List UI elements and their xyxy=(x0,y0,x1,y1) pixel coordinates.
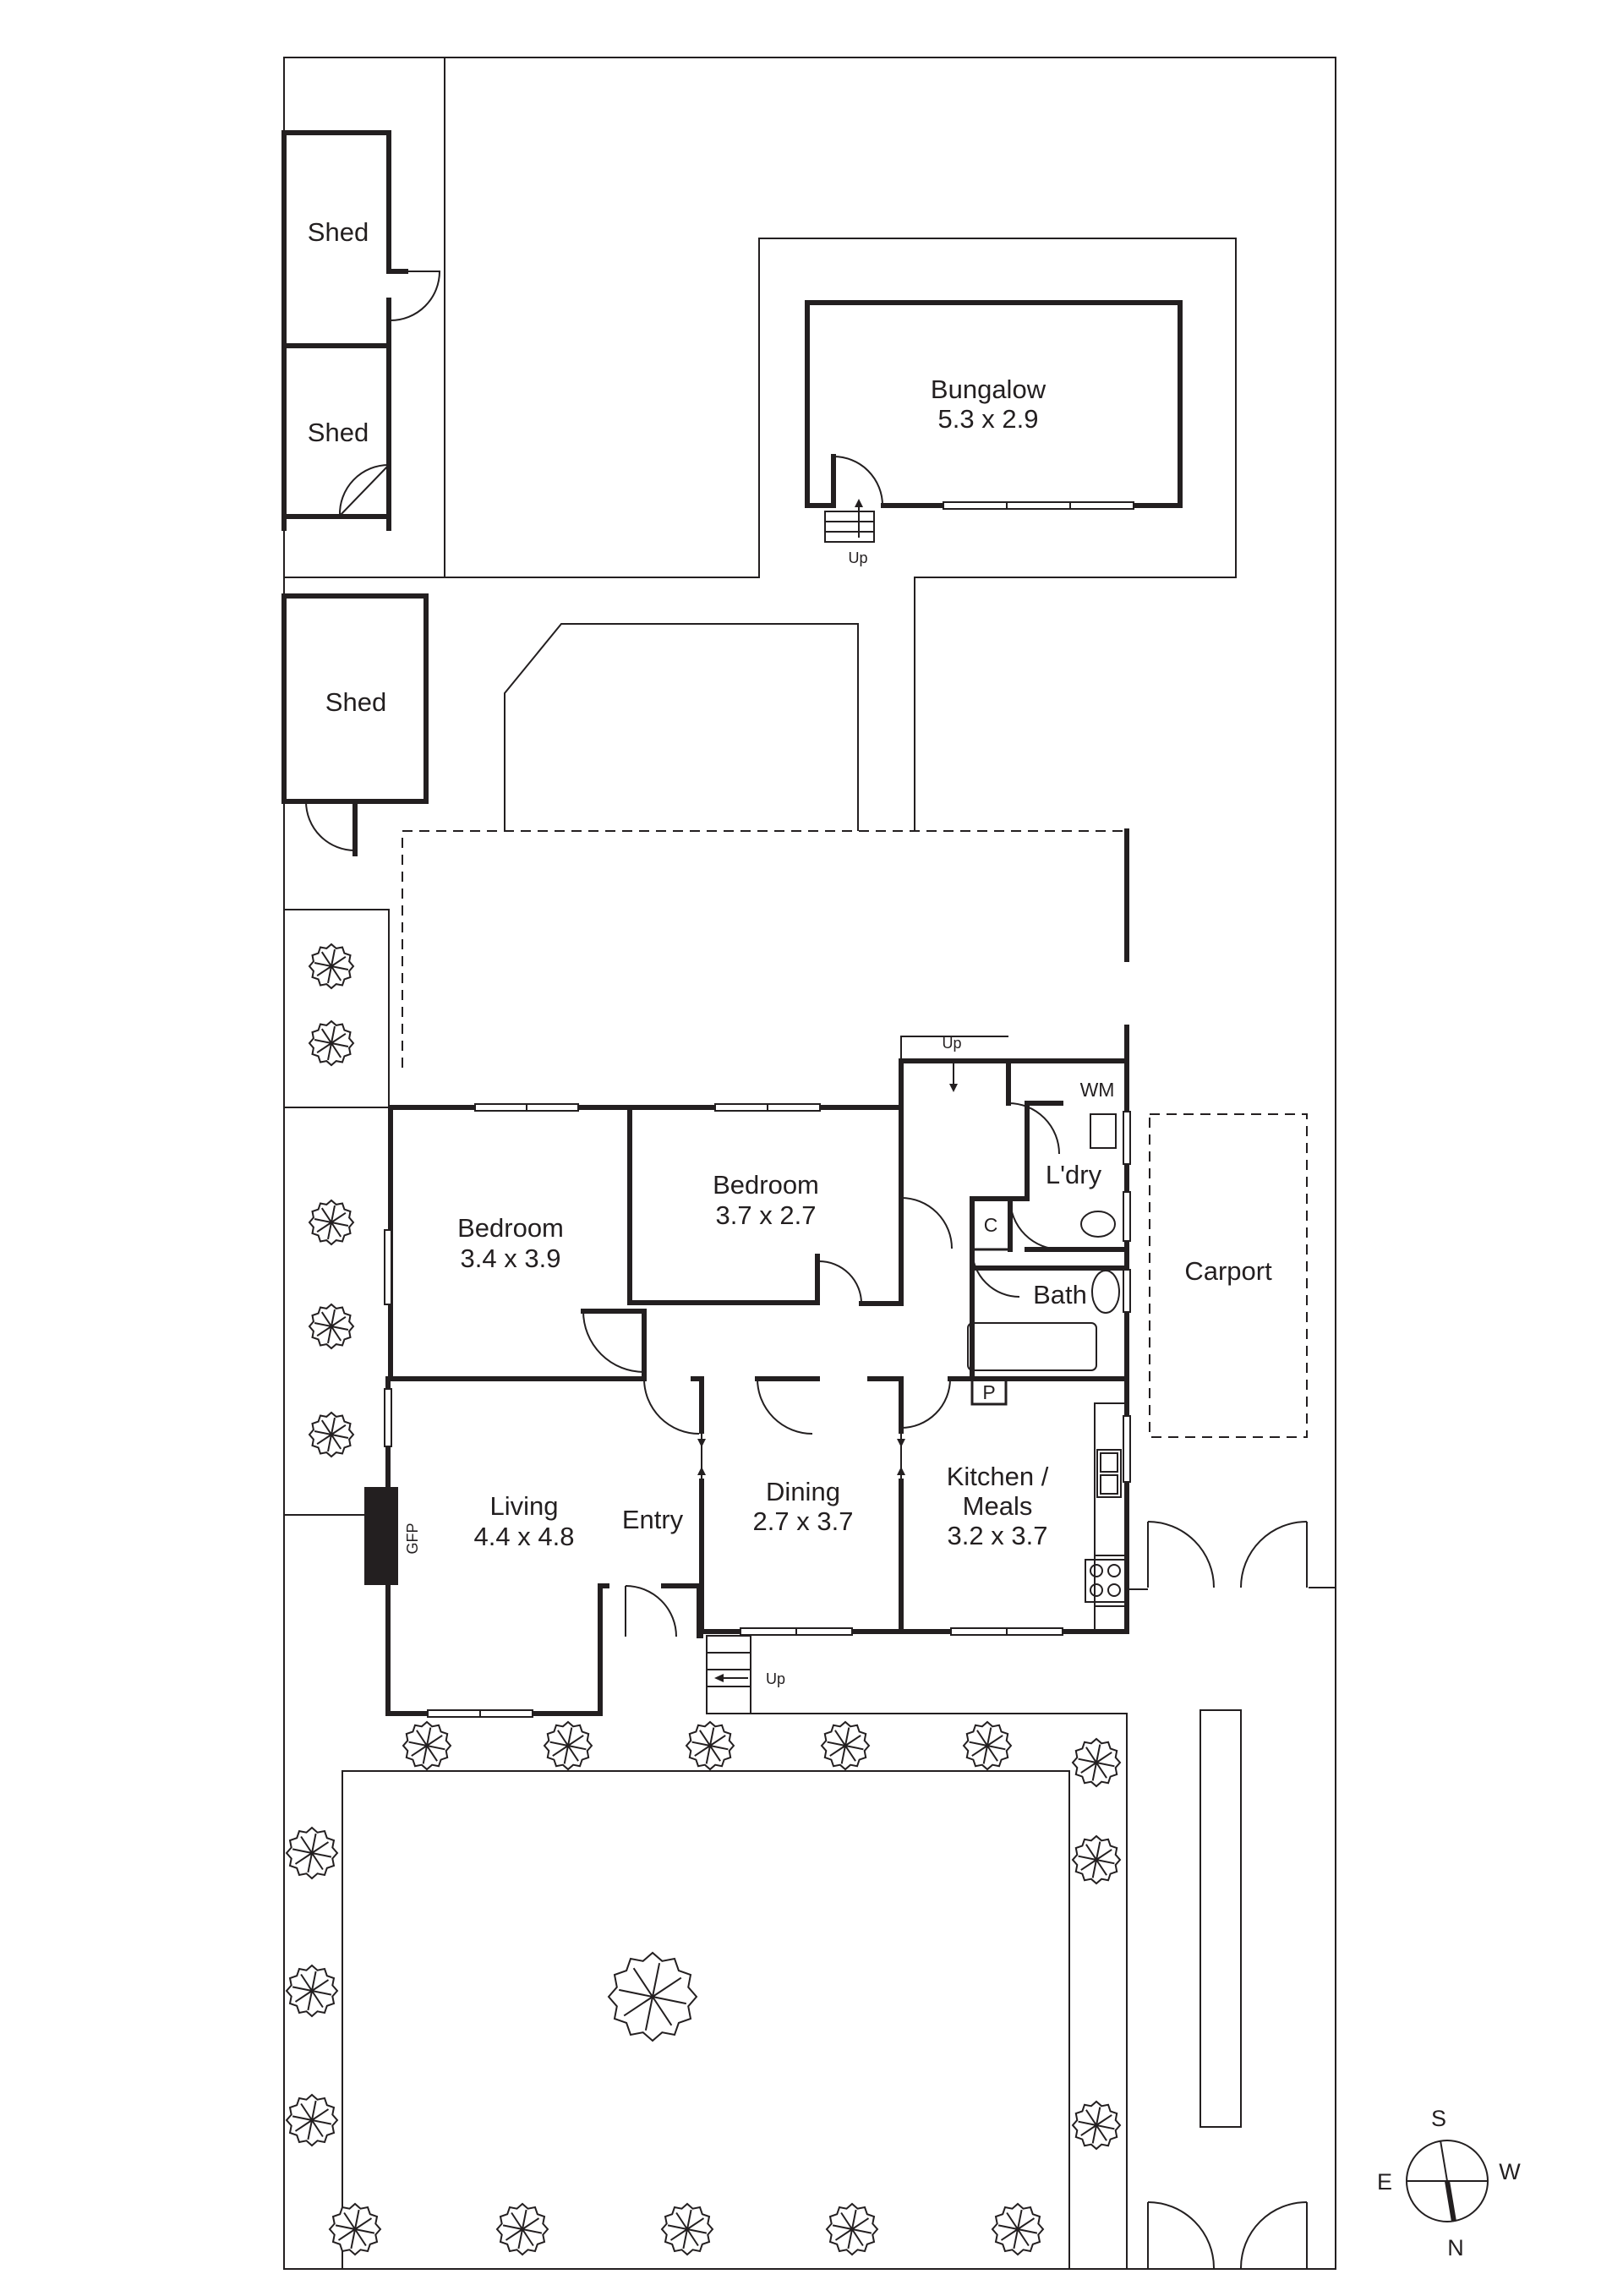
tree-icon xyxy=(308,943,355,990)
pantry-label: P xyxy=(982,1381,995,1403)
compass-south: S xyxy=(1431,2106,1446,2131)
tree-icon xyxy=(825,2202,879,2256)
tree-icon xyxy=(543,1720,593,1771)
tree-icon xyxy=(962,1720,1013,1771)
compass-west: W xyxy=(1499,2159,1521,2184)
cupboard-label: C xyxy=(984,1214,998,1236)
shed-3: Shed xyxy=(281,593,429,856)
rear-up-label: Up xyxy=(942,1035,961,1052)
bungalow: Up Bungalow 5.3 x 2.9 xyxy=(805,300,1183,566)
trees xyxy=(285,943,1122,2256)
tree-icon xyxy=(285,1964,339,2018)
bath-label: Bath xyxy=(1033,1280,1087,1309)
front-up-label: Up xyxy=(766,1670,785,1687)
tree-icon xyxy=(308,1020,355,1067)
carport-label: Carport xyxy=(1184,1256,1272,1286)
living-size: 4.4 x 4.8 xyxy=(474,1522,575,1551)
compass-east: E xyxy=(1377,2169,1392,2195)
wm-label: WM xyxy=(1080,1079,1115,1101)
tree-icon xyxy=(1071,1834,1122,1885)
tree-icon xyxy=(685,1720,735,1771)
tree-icon xyxy=(308,1199,355,1246)
tree-icon xyxy=(328,2202,382,2256)
compass: S N E W xyxy=(1377,2106,1521,2260)
bedroom-1-label: Bedroom xyxy=(457,1213,564,1243)
bedroom-1-size: 3.4 x 3.9 xyxy=(461,1244,561,1273)
tree-icon xyxy=(285,1826,339,1880)
tree-icon xyxy=(308,1411,355,1458)
shed-2-label: Shed xyxy=(308,418,369,447)
main-house: Up GFP xyxy=(364,828,1131,1718)
room-labels: Bedroom 3.4 x 3.9 Bedroom 3.7 x 2.7 Livi… xyxy=(457,1079,1114,1551)
tree-icon xyxy=(308,1303,355,1350)
tree-icon xyxy=(820,1720,871,1771)
gfp-label: GFP xyxy=(404,1522,421,1554)
tree-icon xyxy=(660,2202,714,2256)
entry-label: Entry xyxy=(622,1505,684,1534)
living-label: Living xyxy=(490,1491,559,1521)
tree-icon xyxy=(285,2093,339,2147)
dining-label: Dining xyxy=(766,1477,840,1506)
bungalow-size: 5.3 x 2.9 xyxy=(938,404,1039,434)
bedroom-2-label: Bedroom xyxy=(713,1170,819,1200)
shed-2: Shed xyxy=(281,343,391,531)
kitchen-label-line1: Kitchen / xyxy=(947,1462,1049,1491)
kitchen-label-line2: Meals xyxy=(963,1491,1033,1521)
shed-1-label: Shed xyxy=(308,217,369,247)
bungalow-label: Bungalow xyxy=(931,374,1046,404)
laundry-label: L'dry xyxy=(1046,1160,1102,1189)
fireplace xyxy=(364,1487,398,1585)
bungalow-up-label: Up xyxy=(848,549,867,566)
kitchen-size: 3.2 x 3.7 xyxy=(948,1521,1048,1550)
tree-icon xyxy=(607,1951,698,2042)
tree-icon xyxy=(991,2202,1045,2256)
dining-size: 2.7 x 3.7 xyxy=(753,1506,854,1536)
shed-1: Shed xyxy=(281,130,441,348)
compass-north: N xyxy=(1447,2235,1464,2260)
site-boundary xyxy=(283,57,1336,2270)
bedroom-2-size: 3.7 x 2.7 xyxy=(716,1200,817,1230)
tree-icon xyxy=(1071,2100,1122,2151)
tree-icon xyxy=(495,2202,549,2256)
carport: Carport xyxy=(1127,1113,1308,2269)
rear-paths xyxy=(284,57,1237,1108)
front-garden xyxy=(284,1107,1128,2269)
shed-3-label: Shed xyxy=(325,687,386,717)
tree-icon xyxy=(1071,1737,1122,1788)
tree-icon xyxy=(402,1720,452,1771)
